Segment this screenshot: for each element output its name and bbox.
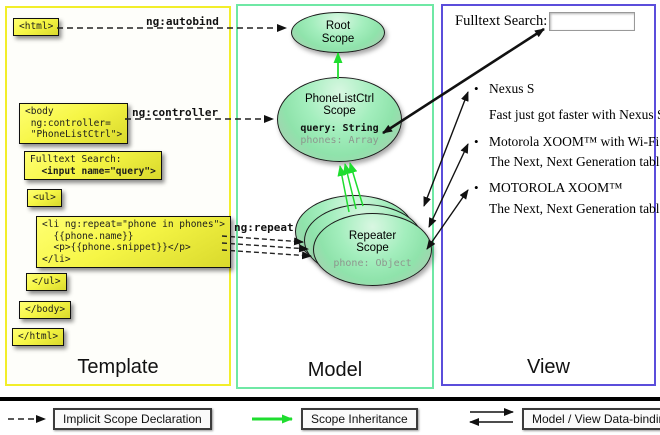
code-box-html-open: <html> <box>13 18 60 36</box>
phonelistctrl-scope-title: PhoneListCtrl Scope <box>304 92 375 118</box>
template-label: Template <box>77 356 159 378</box>
code-box-ul-open: <ul> <box>27 189 62 207</box>
phone-item-name: • MOTOROLA XOOM™ <box>474 180 622 196</box>
phone-item-snippet: Fast just got faster with Nexus S. <box>489 107 660 122</box>
phone-item-snippet: The Next, Next Generation tablet. <box>489 201 660 216</box>
fulltext-search-input[interactable] <box>549 12 635 31</box>
root-scope-title: Root Scope <box>321 20 355 45</box>
code-box-ul-close: </ul> <box>26 273 67 291</box>
legend-scope-inheritance: Scope Inheritance <box>301 408 418 430</box>
code-box-body-close: </body> <box>19 301 72 319</box>
phone-item-name: • Nexus S <box>474 81 534 97</box>
bullet-icon: • <box>474 81 479 96</box>
phone-name: Nexus S <box>489 81 535 96</box>
code-fulltext-label: Fulltext Search: <box>30 154 122 165</box>
phonelistctrl-prop-query: query: String <box>300 122 379 134</box>
code-box-body-open: <body ng:controller= "PhoneListCtrl"> <box>19 103 129 144</box>
label-ng-controller: ng:controller <box>132 106 219 119</box>
legend-divider <box>0 397 660 401</box>
code-input-tag: <input name="query"> <box>30 165 156 177</box>
repeater-scope-title: Repeater Scope <box>348 229 397 255</box>
phone-name: Motorola XOOM™ with Wi-Fi <box>489 134 660 149</box>
phone-item-name: • Motorola XOOM™ with Wi-Fi <box>474 134 659 150</box>
repeater-prop-phone: phone: Object <box>333 257 412 269</box>
label-ng-repeat: ng:repeat <box>234 221 294 234</box>
phonelistctrl-scope-ellipse: PhoneListCtrl Scope query: String phones… <box>277 77 402 162</box>
model-label: Model <box>307 359 363 381</box>
phonelistctrl-prop-phones: phones: Array <box>300 134 379 146</box>
bullet-icon: • <box>474 180 479 195</box>
view-label: View <box>527 356 570 378</box>
bullet-icon: • <box>474 134 479 149</box>
code-box-fulltext-input: Fulltext Search: <input name="query"> <box>24 151 162 180</box>
phone-name: MOTOROLA XOOM™ <box>489 180 623 195</box>
root-scope-ellipse: Root Scope <box>291 12 385 53</box>
phone-item-snippet: The Next, Next Generation tablet. <box>489 154 660 169</box>
label-ng-autobind: ng:autobind <box>146 15 219 28</box>
code-box-li-repeat: <li ng:repeat="phone in phones"> {{phone… <box>36 216 232 268</box>
legend-data-binding: Model / View Data-binding <box>522 408 660 430</box>
legend-implicit-scope: Implicit Scope Declaration <box>53 408 212 430</box>
fulltext-search-label: Fulltext Search: <box>455 13 548 29</box>
repeater-scope-ellipse: Repeater Scope phone: Object <box>313 213 432 286</box>
code-box-html-close: </html> <box>12 328 65 346</box>
